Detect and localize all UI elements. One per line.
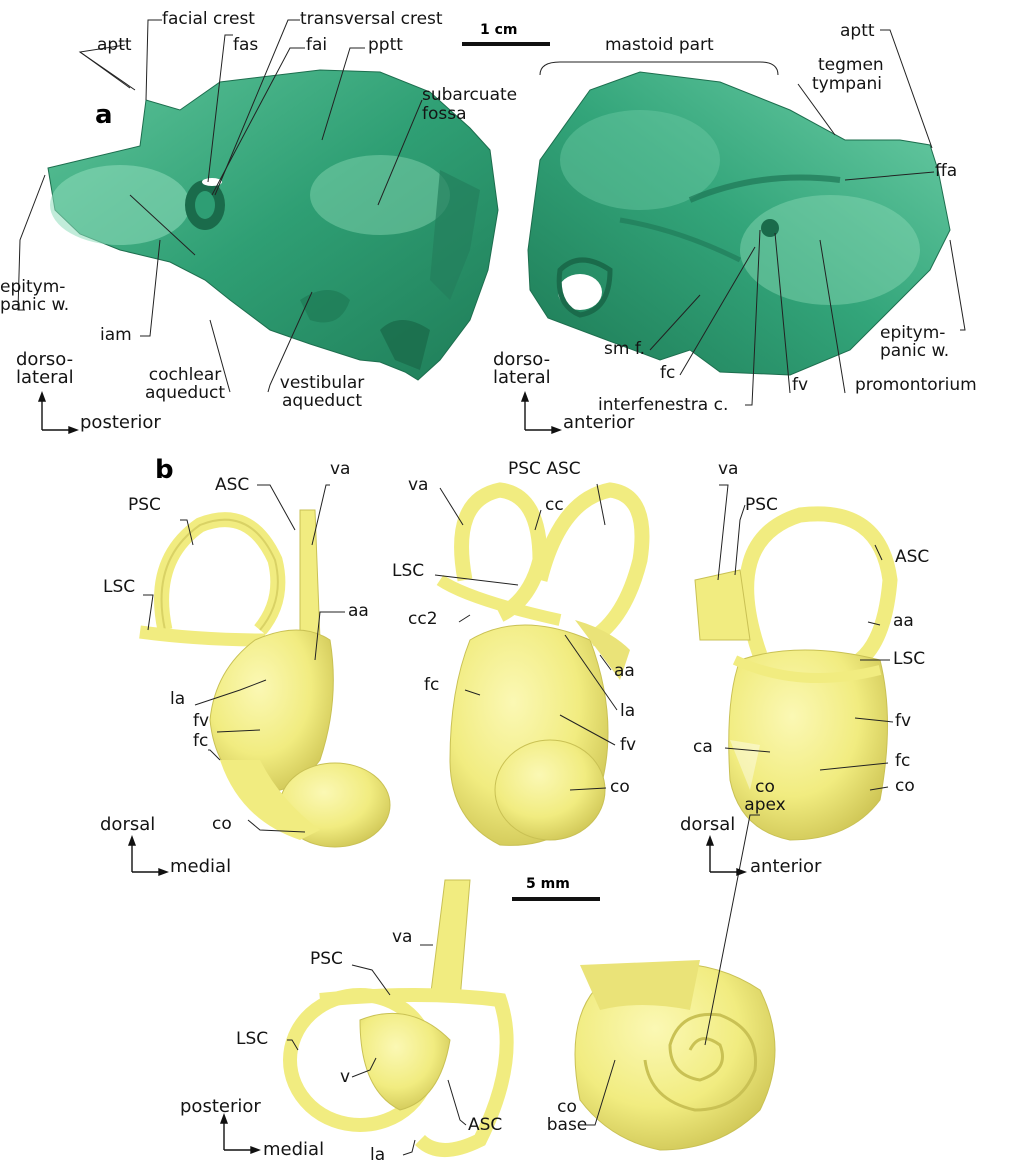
inner-ear-view-3 xyxy=(695,514,890,840)
label-pptt: pptt xyxy=(368,36,403,55)
label-b1-lsc: LSC xyxy=(103,578,135,597)
label-b2-fc: fc xyxy=(424,676,439,695)
label-cochlear-1: cochlear xyxy=(135,366,235,384)
label-b2-co: co xyxy=(610,778,630,797)
label-promontorium: promontorium xyxy=(855,376,977,395)
label-iam: iam xyxy=(100,326,132,345)
axis-b3-v: dorsal xyxy=(680,815,735,834)
label-co-apex-1: co xyxy=(740,778,790,796)
label-b1-va: va xyxy=(330,460,350,479)
label-b1-co: co xyxy=(212,815,232,834)
inner-ear-view-4 xyxy=(290,880,507,1150)
label-b3-asc: ASC xyxy=(895,548,929,567)
axis-b4-h: medial xyxy=(263,1140,324,1159)
label-b3-lsc: LSC xyxy=(893,650,925,669)
label-b2-cc2: cc2 xyxy=(408,610,438,629)
label-b1-psc: PSC xyxy=(128,496,161,515)
label-b2-va: va xyxy=(408,476,428,495)
label-subarcuate-2: fossa xyxy=(422,105,467,124)
label-epitym-right-2: panic w. xyxy=(880,342,949,360)
label-b3-aa: aa xyxy=(893,612,914,631)
axis-b3-h: anterior xyxy=(750,857,821,876)
label-tegmen-1: tegmen xyxy=(818,56,884,75)
label-b2-aa: aa xyxy=(614,662,635,681)
label-sm-f: sm f. xyxy=(604,340,645,359)
axis-b1-h: medial xyxy=(170,857,231,876)
label-facial-crest: facial crest xyxy=(162,10,255,29)
axis-b4-v: posterior xyxy=(180,1097,261,1116)
label-co-apex-2: apex xyxy=(740,796,790,814)
label-b3-co: co xyxy=(895,777,915,796)
label-fv-right: fv xyxy=(792,376,808,395)
label-b1-la: la xyxy=(170,690,185,709)
label-ffa: ffa xyxy=(935,162,957,181)
label-epitym-left-1: epitym- xyxy=(0,278,62,296)
scale-bar-5mm xyxy=(512,897,600,901)
label-aptt-right: aptt xyxy=(840,22,875,41)
label-b4-v: v xyxy=(340,1068,350,1087)
axis-a-right-v2: lateral xyxy=(493,368,551,387)
label-b3-fc: fc xyxy=(895,752,910,771)
label-transversal-crest: transversal crest xyxy=(300,10,443,29)
label-fc-right: fc xyxy=(660,364,675,383)
label-b4-lsc: LSC xyxy=(236,1030,268,1049)
axis-a-left-h: posterior xyxy=(80,413,161,432)
label-vestibular-1: vestibular xyxy=(268,374,376,392)
panel-label-b: b xyxy=(155,455,174,485)
inner-ear-view-1 xyxy=(140,510,390,847)
label-b3-va: va xyxy=(718,460,738,479)
label-b3-psc: PSC xyxy=(745,496,778,515)
label-aptt-left: aptt xyxy=(97,36,132,55)
panel-label-a: a xyxy=(95,100,113,130)
scale-bar-1cm xyxy=(462,42,550,46)
label-subarcuate-1: subarcuate xyxy=(422,86,517,105)
label-epitym-left-2: panic w. xyxy=(0,296,62,314)
label-b2-fv: fv xyxy=(620,736,636,755)
label-b2-psc-asc: PSC ASC xyxy=(508,460,581,479)
scale-label-bottom: 5 mm xyxy=(526,876,570,892)
label-co-base-2: base xyxy=(542,1116,592,1134)
label-b1-aa: aa xyxy=(348,602,369,621)
label-co-base-1: co xyxy=(542,1098,592,1116)
label-b4-la: la xyxy=(370,1146,385,1165)
label-tegmen-2: tympani xyxy=(812,75,882,94)
label-b1-fv: fv xyxy=(193,712,209,731)
label-b3-fv: fv xyxy=(895,712,911,731)
label-b2-lsc: LSC xyxy=(392,562,424,581)
label-fai: fai xyxy=(306,36,327,55)
axis-a-left-v2: lateral xyxy=(16,368,74,387)
label-epitym-right-1: epitym- xyxy=(880,324,945,342)
label-b1-fc: fc xyxy=(193,732,208,751)
label-b3-ca: ca xyxy=(693,738,713,757)
label-b2-la: la xyxy=(620,702,635,721)
label-cochlear-2: aqueduct xyxy=(135,384,235,402)
axis-b1-v: dorsal xyxy=(100,815,155,834)
scale-label-top: 1 cm xyxy=(480,22,518,38)
label-vestibular-2: aqueduct xyxy=(268,392,376,410)
label-b1-asc: ASC xyxy=(215,476,249,495)
label-mastoid-part: mastoid part xyxy=(605,36,714,55)
label-b4-psc: PSC xyxy=(310,950,343,969)
label-b4-va: va xyxy=(392,928,412,947)
label-fas: fas xyxy=(233,36,258,55)
label-b4-asc: ASC xyxy=(468,1116,502,1135)
label-b2-cc: cc xyxy=(545,496,564,515)
cochlea-view xyxy=(575,960,775,1150)
axis-a-right-h: anterior xyxy=(563,413,634,432)
